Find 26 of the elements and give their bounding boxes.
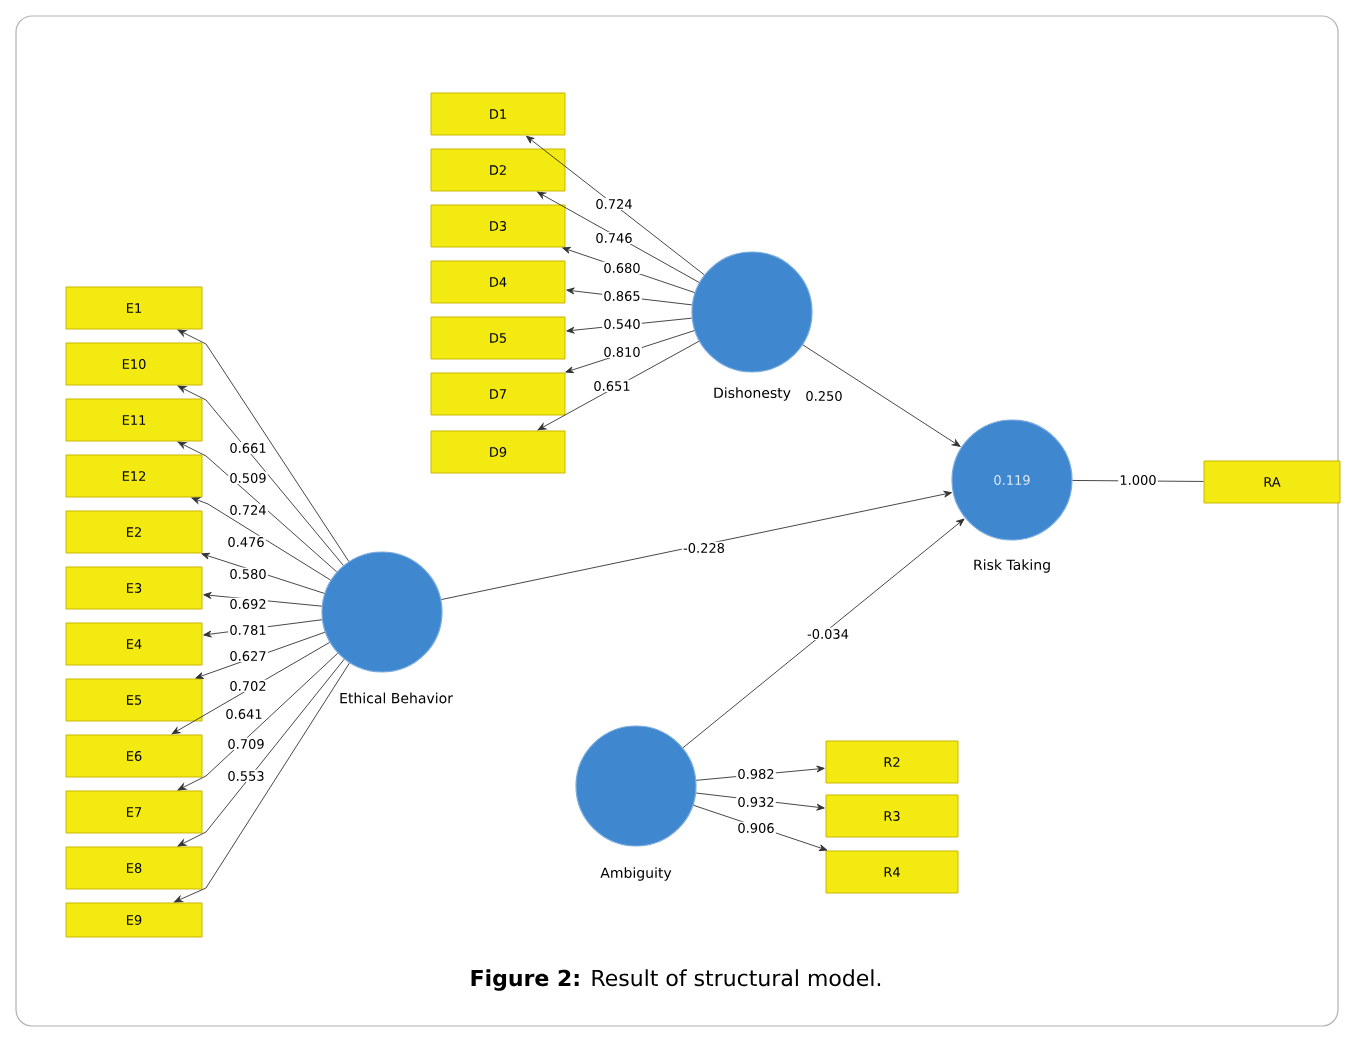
arrow (537, 191, 700, 283)
arrow (693, 804, 828, 851)
arrow (682, 518, 965, 749)
arrow (526, 135, 705, 276)
arrow (177, 652, 339, 791)
arrow (177, 658, 345, 847)
arrow (802, 344, 961, 447)
arrow (566, 287, 693, 306)
arrow (537, 340, 700, 431)
figure-caption: Figure 2: Result of structural model. (471, 969, 881, 991)
arrow (440, 490, 952, 600)
arrow (177, 385, 344, 566)
arrow (695, 765, 825, 781)
arrow (177, 441, 338, 573)
arrow (562, 247, 696, 293)
arrow (191, 497, 331, 581)
arrow (177, 329, 350, 562)
arrow (566, 317, 693, 334)
arrow (195, 631, 326, 679)
arrow (174, 662, 350, 903)
arrow (695, 792, 825, 811)
arrow (203, 619, 323, 638)
arrow (203, 592, 323, 607)
arrow (201, 552, 325, 594)
arrow (171, 641, 331, 735)
arrow (565, 330, 695, 374)
